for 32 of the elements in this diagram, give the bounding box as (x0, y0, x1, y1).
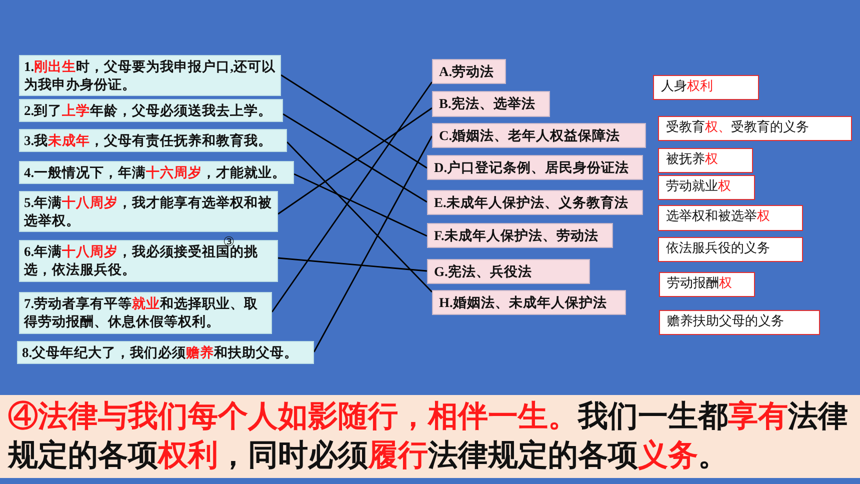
law-box: E.未成年人保护法、义务教育法 (427, 190, 643, 215)
right-duty-box: 赡养扶助父母的义务 (659, 310, 820, 335)
connecting-line (280, 74, 428, 169)
connecting-line (282, 113, 428, 203)
law-box: B.宪法、选举法 (432, 91, 550, 117)
statement-box: 2.到了上学年龄，父母必须送我去上学。 (19, 99, 283, 122)
summary-banner: ④法律与我们每个人如影随行，相伴一生。我们一生都享有法律规定的各项权利，同时必须履行法律规定的各项义务。 (0, 395, 860, 478)
connecting-line (313, 136, 433, 352)
statement-box: 5.年满十八周岁，我才能享有选举权和被选举权。 (19, 191, 278, 232)
law-box: H.婚姻法、未成年人保护法 (432, 290, 626, 315)
statement-box: 8.父母年纪大了，我们必须赡养和扶助父母。 (17, 341, 314, 364)
right-duty-box: 依法服兵役的义务 (658, 237, 803, 262)
connecting-line (271, 82, 433, 312)
connecting-line (294, 173, 428, 237)
law-box: D.户口登记条例、居民身份证法 (427, 155, 643, 180)
law-box: C.婚姻法、老年人权益保障法 (432, 123, 646, 148)
right-duty-box: 劳动报酬权 (659, 272, 755, 297)
connecting-line (278, 257, 428, 272)
right-duty-box: 选举权和被选举权 (658, 205, 803, 231)
right-duty-box: 被抚养权 (658, 148, 753, 173)
statement-box: 3.我未成年，父母有责任抚养和教育我。 (19, 129, 287, 152)
statement-box: 7.劳动者享有平等就业和选择职业、取得劳动报酬、休息休假等权利。 (19, 292, 272, 334)
statement-box: 1.刚出生时，父母要为我申报户口,还可以为我申办身份证。 (19, 55, 281, 96)
right-duty-box: 人身权利 (653, 75, 759, 100)
statement-box: 4.一般情况下，年满十六周岁，才能就业。 (19, 161, 294, 184)
right-duty-box: 劳动就业权 (658, 175, 755, 200)
connecting-line (286, 142, 432, 292)
right-duty-box: 受教育权、受教育的义务 (658, 116, 852, 141)
law-box: F.未成年人保护法、劳动法 (427, 223, 613, 248)
law-box: G.宪法、兵役法 (427, 259, 590, 284)
connecting-line (278, 107, 432, 215)
law-box: A.劳动法 (432, 59, 506, 84)
